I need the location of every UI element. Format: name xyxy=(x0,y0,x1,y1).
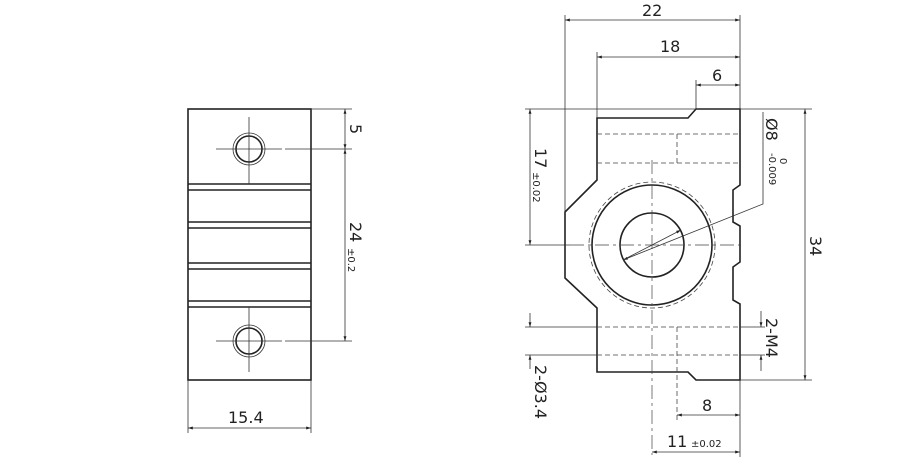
dim-hole-spacing: 24 xyxy=(346,222,365,242)
dim-overall-width: 22 xyxy=(642,1,662,20)
dim-thread-depth: 8 xyxy=(702,396,712,415)
dim-hole-offset: 5 xyxy=(346,124,365,134)
mount-hole-bottom xyxy=(216,307,282,372)
dim-center-height: 17 xyxy=(531,148,550,168)
dim-bore-tol-upper: 0 xyxy=(777,158,788,164)
dim-bore-tol-lower: -0.009 xyxy=(766,153,777,185)
dim-mount-hole: 2-Ø3.4 xyxy=(531,365,550,419)
dim-height: 34 xyxy=(806,236,825,256)
hidden-threaded-holes xyxy=(597,133,740,420)
mount-hole-top xyxy=(216,117,282,184)
side-view: 5 24 ±0.2 15.4 xyxy=(187,108,365,433)
dim-center-height-tol: ±0.02 xyxy=(530,172,541,203)
dim-center-offset: 11 xyxy=(667,432,687,451)
dim-thread: 2-M4 xyxy=(762,318,781,358)
dim-bore: Ø8 xyxy=(762,118,781,141)
dim-hole-spacing-tol: ±0.2 xyxy=(345,248,356,272)
dim-width: 15.4 xyxy=(228,408,264,427)
dim-top-step: 6 xyxy=(712,66,722,85)
grooves xyxy=(188,183,311,308)
dim-body-width: 18 xyxy=(660,37,680,56)
front-view: 22 18 6 17 ±0.02 2-Ø3.4 34 Ø8 0 -0.009 2… xyxy=(525,1,825,457)
dim-center-offset-tol: ±0.02 xyxy=(691,439,722,450)
